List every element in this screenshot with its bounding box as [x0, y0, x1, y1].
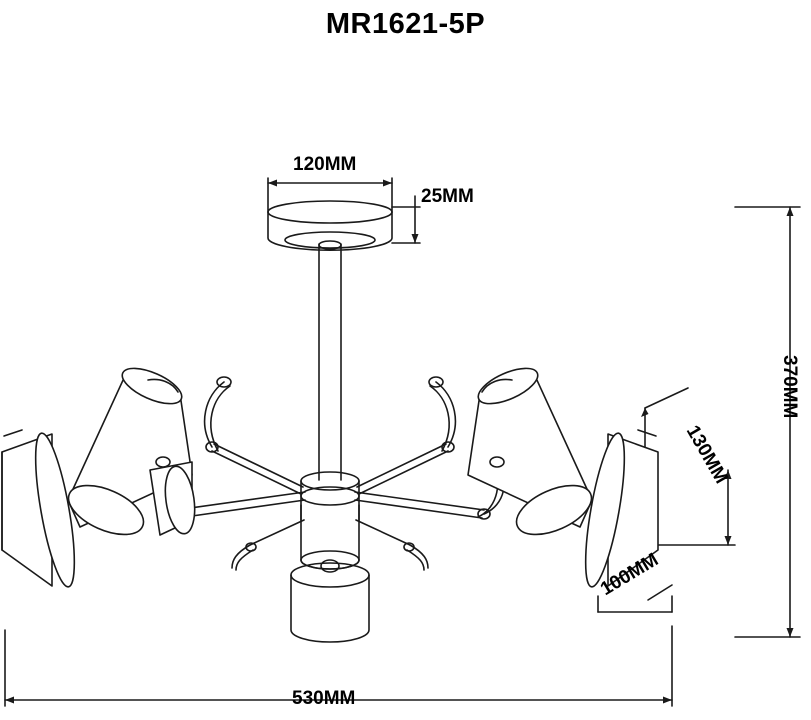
arm-right-low	[355, 519, 429, 571]
shade-far-right	[584, 429, 659, 588]
central-rod	[318, 240, 342, 481]
shade-left-lower	[149, 461, 196, 536]
shade-right-upper	[467, 367, 593, 536]
arm-right-inner	[356, 381, 457, 495]
central-hub	[290, 471, 370, 643]
arm-left-inner	[203, 381, 304, 495]
canopy	[267, 200, 393, 251]
dimension-label-canopy-diameter: 120MM	[293, 154, 357, 175]
shade-far-left	[1, 429, 76, 588]
arm-left-low	[231, 519, 305, 571]
dimension-label-total-width: 530MM	[292, 688, 356, 709]
lamp-sockets	[155, 376, 505, 468]
dimension-label-canopy-height: 25MM	[421, 186, 474, 207]
dimension-label-total-height: 370MM	[779, 355, 800, 419]
shade-left-upper	[67, 367, 193, 536]
page-title: MR1621-5P	[325, 8, 486, 40]
